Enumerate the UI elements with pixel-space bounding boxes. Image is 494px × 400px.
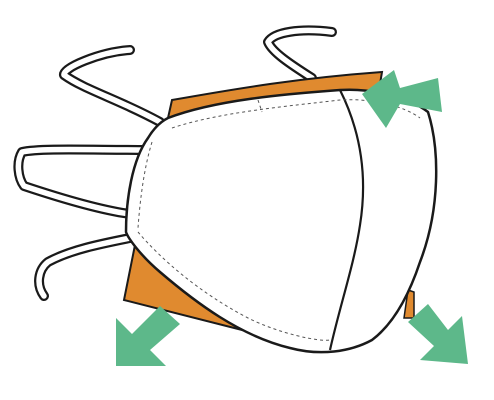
ear-loop-top-left: [59, 45, 165, 127]
mask-stitching: [137, 99, 421, 341]
mask-center-seam: [328, 89, 365, 351]
arrow-top-right-icon: [362, 70, 442, 128]
arrow-bottom-left-icon: [116, 306, 180, 366]
ear-loop-top-right: [263, 25, 337, 83]
ear-loop-middle-left: [13, 144, 153, 219]
ear-loop-bottom-left: [34, 233, 135, 301]
mask-body: [124, 88, 438, 354]
arrow-bottom-right-icon: [408, 304, 468, 364]
